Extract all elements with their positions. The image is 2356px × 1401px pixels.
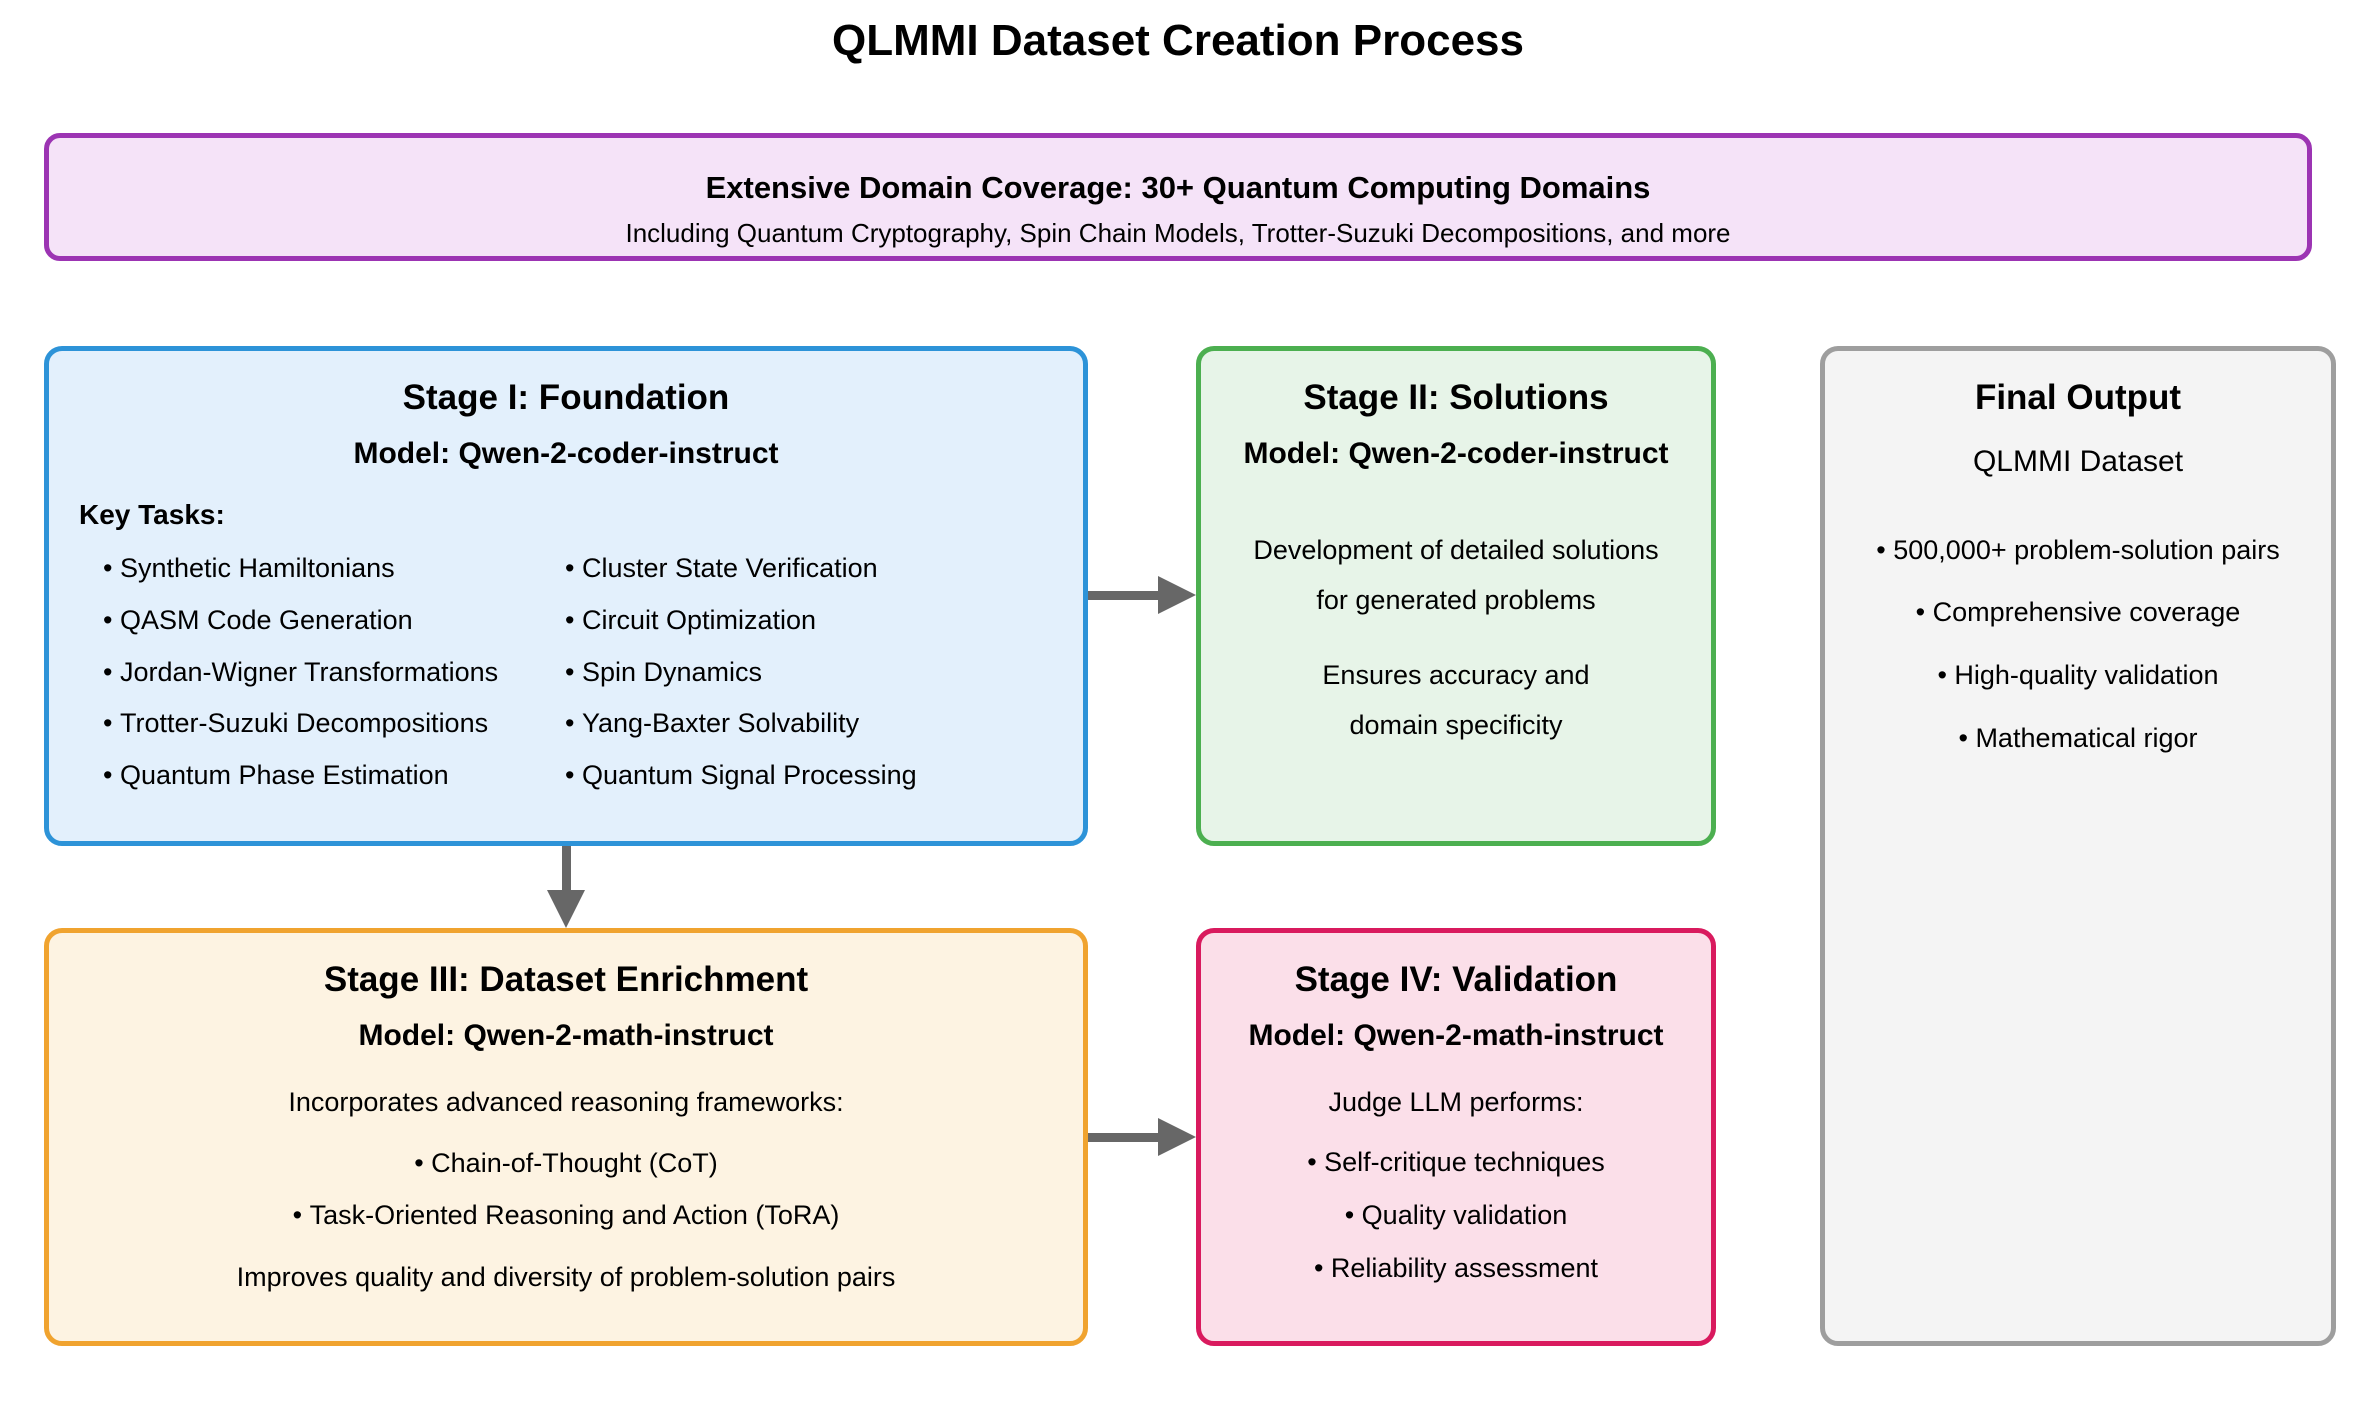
stage1-task-left-4: Trotter-Suzuki Decompositions xyxy=(103,705,488,741)
stage2-text-line-4: domain specificity xyxy=(1349,710,1563,740)
stage4-bullet-1: Self-critique techniques xyxy=(1201,1144,1711,1180)
stage1-model: Model: Qwen-2-coder-instruct xyxy=(353,437,779,470)
final-output-bullet-1: 500,000+ problem-solution pairs xyxy=(1825,532,2331,568)
stage1-task-left-2: QASM Code Generation xyxy=(103,602,413,638)
stage2-text-line-2: for generated problems xyxy=(1316,585,1596,615)
stage2-model: Model: Qwen-2-coder-instruct xyxy=(1243,437,1669,470)
stage2-text-line-3: Ensures accuracy and xyxy=(1322,660,1590,690)
stage1-key-tasks-label: Key Tasks: xyxy=(79,499,225,530)
arrow-head-down-icon xyxy=(547,890,585,928)
stage1-task-left-5: Quantum Phase Estimation xyxy=(103,757,449,793)
stage3-bullet-2: Task-Oriented Reasoning and Action (ToRA… xyxy=(49,1197,1083,1233)
stage4-bullet-3: Reliability assessment xyxy=(1201,1250,1711,1286)
stage1-task-right-3: Spin Dynamics xyxy=(565,654,762,690)
stage3-enrichment-box: Stage III: Dataset Enrichment Model: Qwe… xyxy=(44,928,1088,1346)
arrow-shaft xyxy=(562,846,571,892)
stage4-title: Stage IV: Validation xyxy=(1294,960,1618,999)
stage4-model: Model: Qwen-2-math-instruct xyxy=(1248,1019,1664,1052)
stage4-validation-box: Stage IV: Validation Model: Qwen-2-math-… xyxy=(1196,928,1716,1346)
banner-title: Extensive Domain Coverage: 30+ Quantum C… xyxy=(705,170,1651,205)
stage2-title: Stage II: Solutions xyxy=(1303,378,1609,417)
final-output-title: Final Output xyxy=(1974,378,2182,417)
arrow-shaft xyxy=(1088,591,1160,600)
stage1-title: Stage I: Foundation xyxy=(402,378,730,417)
arrow-head-right-icon xyxy=(1158,576,1196,614)
final-output-bullet-4: Mathematical rigor xyxy=(1825,720,2331,756)
stage3-title: Stage III: Dataset Enrichment xyxy=(323,960,809,999)
stage1-task-right-2: Circuit Optimization xyxy=(565,602,816,638)
stage1-task-left-1: Synthetic Hamiltonians xyxy=(103,550,395,586)
domain-coverage-banner: Extensive Domain Coverage: 30+ Quantum C… xyxy=(44,133,2312,261)
arrow-shaft xyxy=(1088,1133,1160,1142)
stage1-foundation-box: Stage I: Foundation Model: Qwen-2-coder-… xyxy=(44,346,1088,846)
stage2-solutions-box: Stage II: Solutions Model: Qwen-2-coder-… xyxy=(1196,346,1716,846)
stage4-intro: Judge LLM performs: xyxy=(1328,1087,1584,1117)
page-title: QLMMI Dataset Creation Process xyxy=(832,16,1524,65)
stage2-text-line-1: Development of detailed solutions xyxy=(1253,535,1659,565)
stage1-task-left-3: Jordan-Wigner Transformations xyxy=(103,654,498,690)
arrow-head-right-icon xyxy=(1158,1118,1196,1156)
stage4-bullet-2: Quality validation xyxy=(1201,1197,1711,1233)
stage1-task-right-4: Yang-Baxter Solvability xyxy=(565,705,859,741)
stage1-task-right-5: Quantum Signal Processing xyxy=(565,757,917,793)
stage1-task-right-1: Cluster State Verification xyxy=(565,550,878,586)
stage3-intro: Incorporates advanced reasoning framewor… xyxy=(288,1087,844,1117)
stage3-model: Model: Qwen-2-math-instruct xyxy=(358,1019,774,1052)
banner-subtitle: Including Quantum Cryptography, Spin Cha… xyxy=(625,218,1731,248)
stage3-outro: Improves quality and diversity of proble… xyxy=(236,1262,896,1292)
final-output-subtitle: QLMMI Dataset xyxy=(1972,445,2184,478)
stage3-bullet-1: Chain-of-Thought (CoT) xyxy=(49,1145,1083,1181)
final-output-bullet-2: Comprehensive coverage xyxy=(1825,594,2331,630)
final-output-bullet-3: High-quality validation xyxy=(1825,657,2331,693)
final-output-box: Final Output QLMMI Dataset 500,000+ prob… xyxy=(1820,346,2336,1346)
